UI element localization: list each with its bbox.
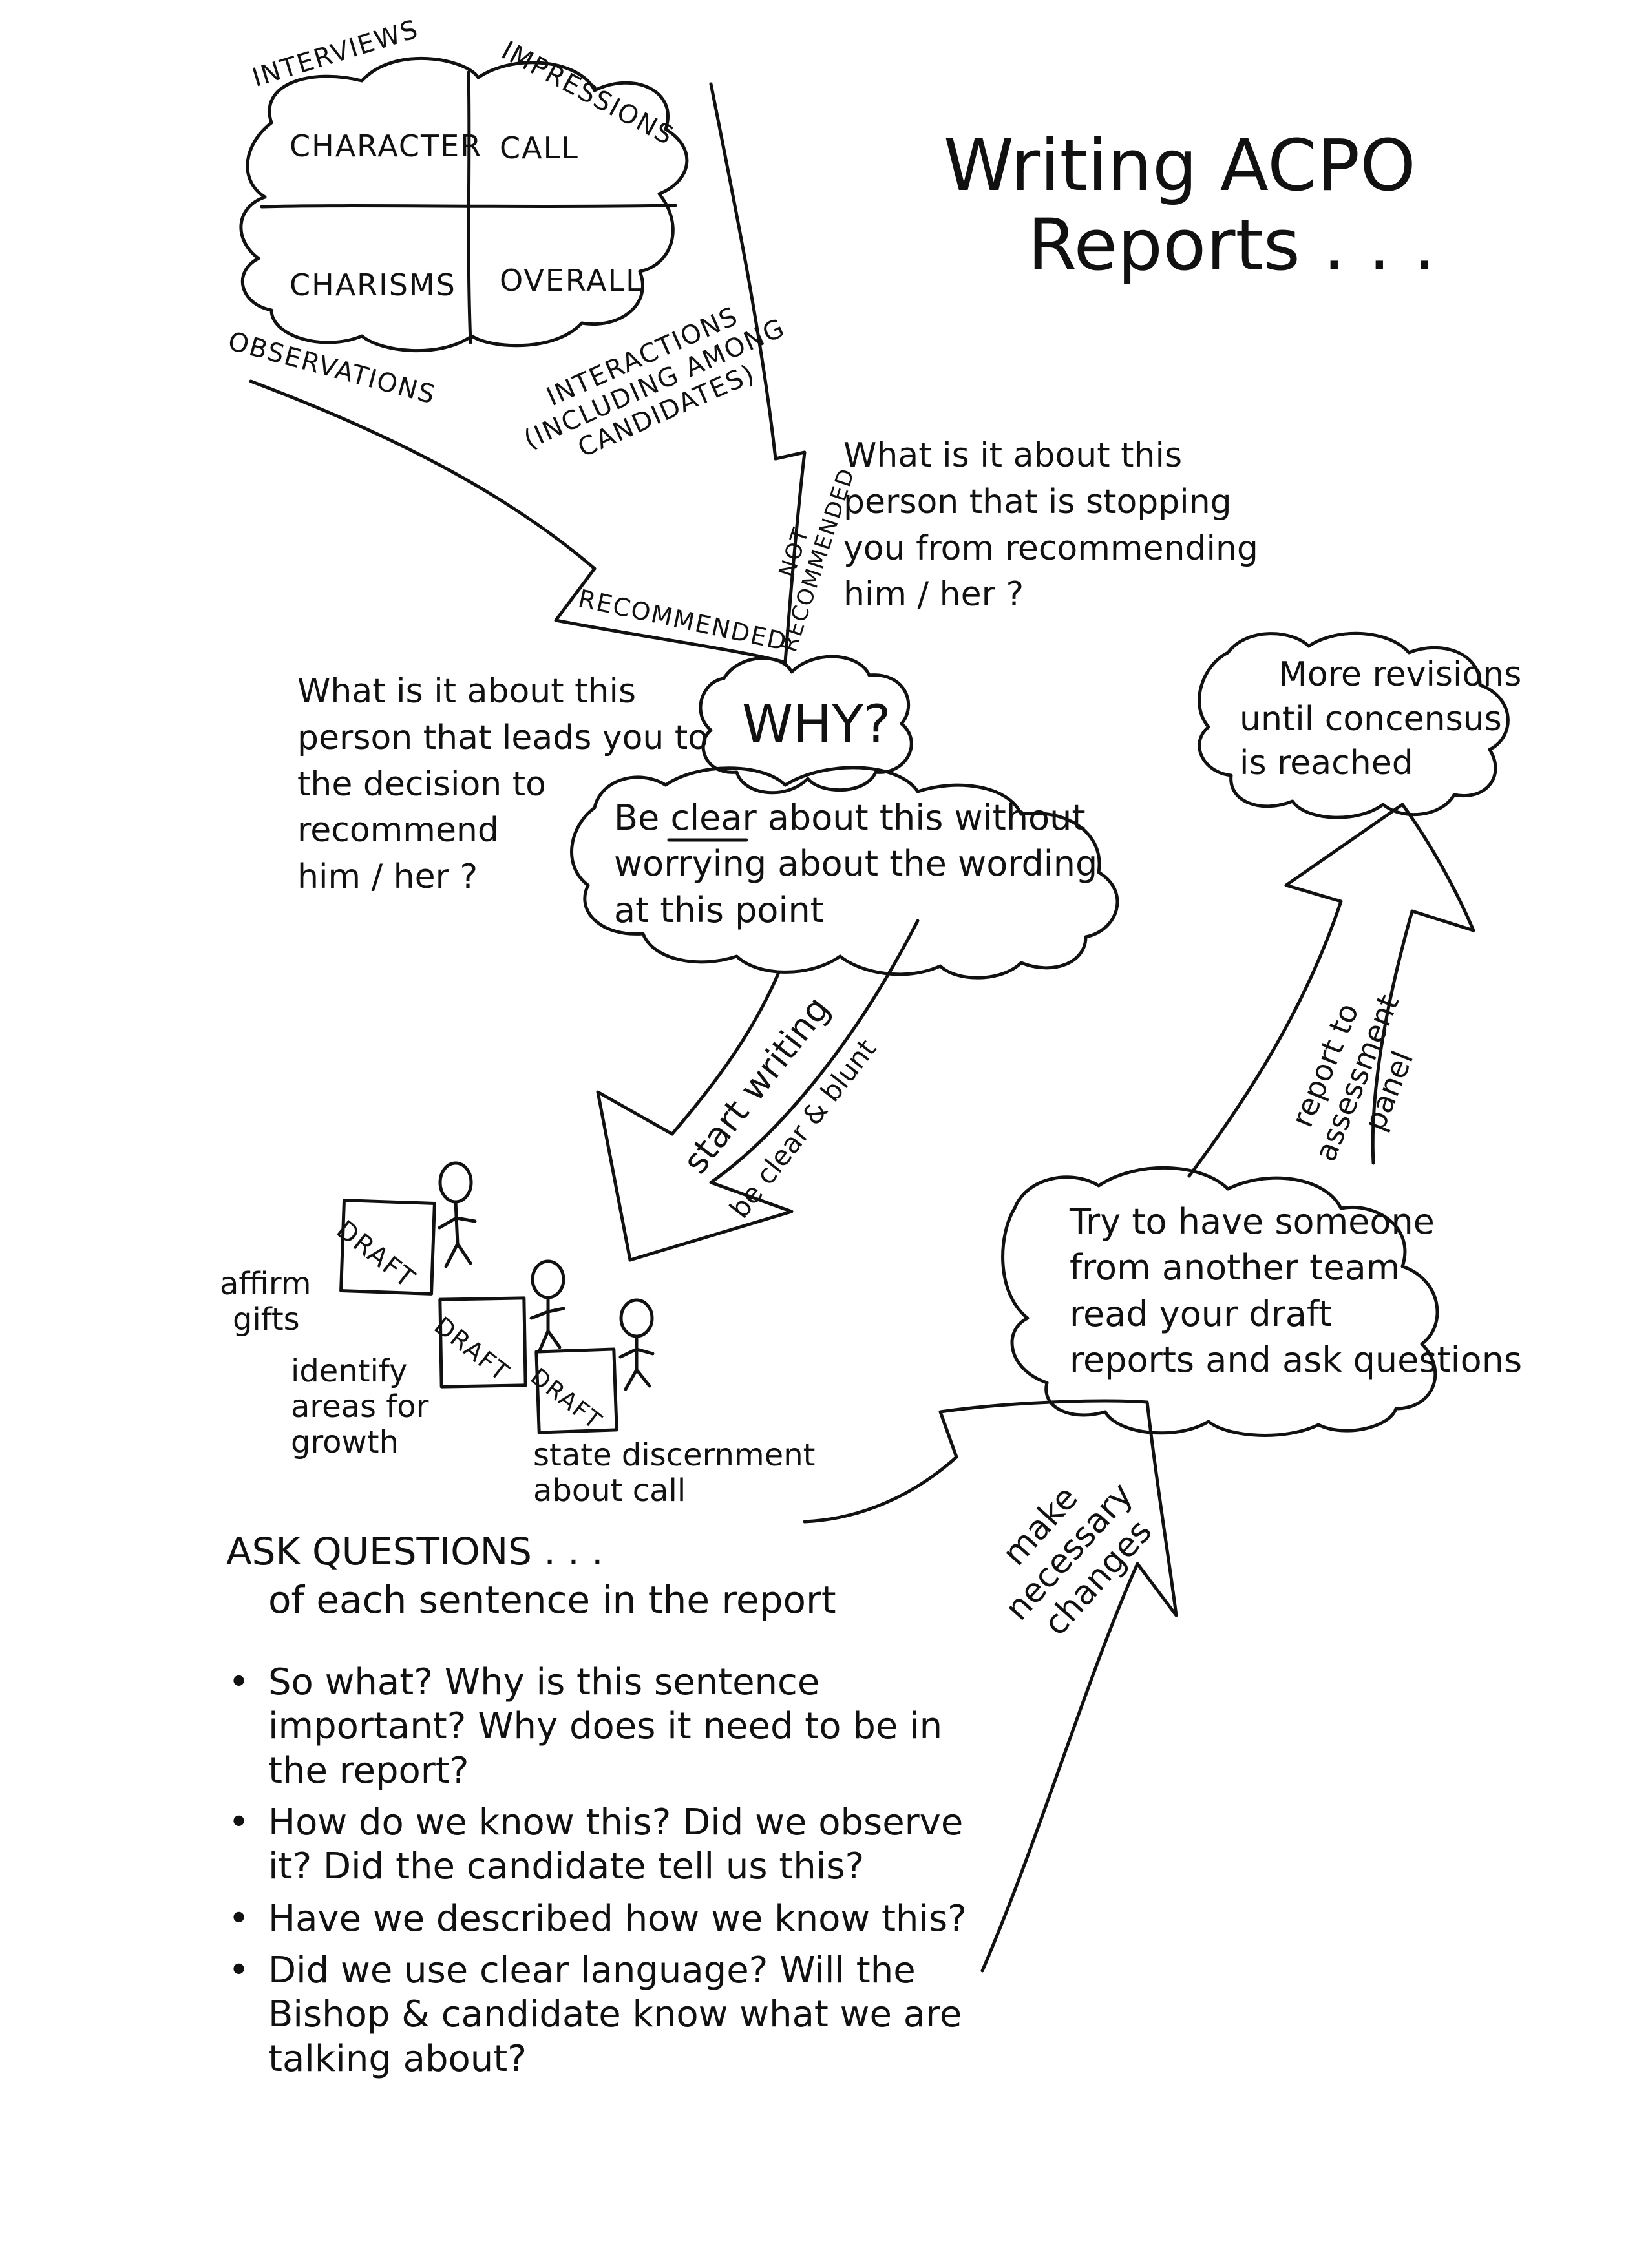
stick-figure-1 bbox=[439, 1163, 475, 1266]
be-clear-text: Be clear about this without worrying abo… bbox=[614, 795, 1097, 933]
bullet-dot-2: • bbox=[228, 1801, 249, 1845]
peer-line-4: reports and ask questions bbox=[1070, 1337, 1522, 1383]
not-recommended-question: What is it about this person that is sto… bbox=[843, 433, 1258, 618]
page-title: Writing ACPO Reports . . . bbox=[944, 126, 1436, 285]
step-state-discernment: state discernment about call bbox=[533, 1438, 815, 1509]
identify-line-3: growth bbox=[291, 1425, 428, 1460]
question-bullet-2: •How do we know this? Did we observe it?… bbox=[268, 1801, 998, 1889]
be-clear-prefix: Be bbox=[614, 797, 670, 838]
title-line-2: Reports . . . bbox=[1028, 205, 1436, 285]
peer-review-text: Try to have someone from another team re… bbox=[1070, 1199, 1522, 1383]
quadrant-character: CHARACTER bbox=[290, 129, 482, 163]
identify-line-2: areas for bbox=[291, 1389, 428, 1425]
question-text-2: How do we know this? Did we observe it? … bbox=[268, 1801, 998, 1889]
stick-figure-2 bbox=[531, 1261, 564, 1350]
identify-line-1: identify bbox=[291, 1354, 428, 1389]
discernment-line-1: state discernment bbox=[533, 1438, 815, 1473]
rec-line-2: person that leads you to bbox=[297, 715, 708, 762]
ask-questions-subheading: of each sentence in the report bbox=[268, 1577, 836, 1624]
peer-line-1: Try to have someone bbox=[1070, 1199, 1522, 1244]
revisions-line-2: until concensus bbox=[1240, 697, 1521, 742]
question-text-4: Did we use clear language? Will the Bish… bbox=[268, 1949, 998, 2081]
ask-questions-heading: ASK QUESTIONS . . . bbox=[226, 1528, 604, 1575]
bullet-dot-1: • bbox=[228, 1661, 249, 1705]
be-clear-line-2: worrying about the wording bbox=[614, 841, 1097, 887]
step-affirm-gifts: affirm gifts bbox=[220, 1266, 311, 1338]
bullet-dot-4: • bbox=[228, 1949, 249, 1993]
affirm-line-2: gifts bbox=[233, 1302, 311, 1338]
affirm-line-1: affirm bbox=[220, 1266, 311, 1302]
quadrant-charisms: CHARISMS bbox=[290, 268, 456, 302]
be-clear-emphasis: clear bbox=[670, 797, 756, 838]
title-line-1: Writing ACPO bbox=[944, 126, 1436, 205]
revisions-text: More revisions until concensus is reache… bbox=[1240, 653, 1521, 786]
rec-line-1: What is it about this bbox=[297, 669, 708, 715]
be-clear-rest-1: about this without bbox=[757, 797, 1086, 838]
peer-line-2: from another team bbox=[1070, 1244, 1522, 1290]
not-rec-line-3: you from recommending bbox=[843, 526, 1258, 572]
question-bullet-4: •Did we use clear language? Will the Bis… bbox=[268, 1949, 998, 2081]
be-clear-line-1: Be clear about this without bbox=[614, 795, 1097, 841]
stick-figure-3 bbox=[620, 1300, 653, 1389]
question-text-1: So what? Why is this sentence important?… bbox=[268, 1661, 998, 1793]
discernment-line-2: about call bbox=[533, 1473, 815, 1509]
question-bullet-3: •Have we described how we know this? bbox=[268, 1897, 998, 1941]
be-clear-line-3: at this point bbox=[614, 887, 1097, 933]
step-identify-growth: identify areas for growth bbox=[291, 1354, 428, 1461]
not-rec-line-2: person that is stopping bbox=[843, 479, 1258, 526]
why-label: WHY? bbox=[742, 695, 891, 754]
revisions-line-1: More revisions bbox=[1278, 653, 1521, 697]
not-rec-line-4: him / her ? bbox=[843, 572, 1258, 618]
question-bullet-1: •So what? Why is this sentence important… bbox=[268, 1661, 998, 1793]
quadrant-call: CALL bbox=[500, 131, 579, 165]
peer-line-3: read your draft bbox=[1070, 1291, 1522, 1337]
ask-questions-list: •So what? Why is this sentence important… bbox=[268, 1661, 998, 2089]
bullet-dot-3: • bbox=[228, 1897, 249, 1941]
quadrant-horizontal-line bbox=[262, 205, 675, 207]
revisions-line-3: is reached bbox=[1240, 741, 1521, 786]
question-text-3: Have we described how we know this? bbox=[268, 1897, 998, 1941]
quadrant-overall: OVERALL bbox=[500, 264, 644, 298]
not-rec-line-1: What is it about this bbox=[843, 433, 1258, 479]
